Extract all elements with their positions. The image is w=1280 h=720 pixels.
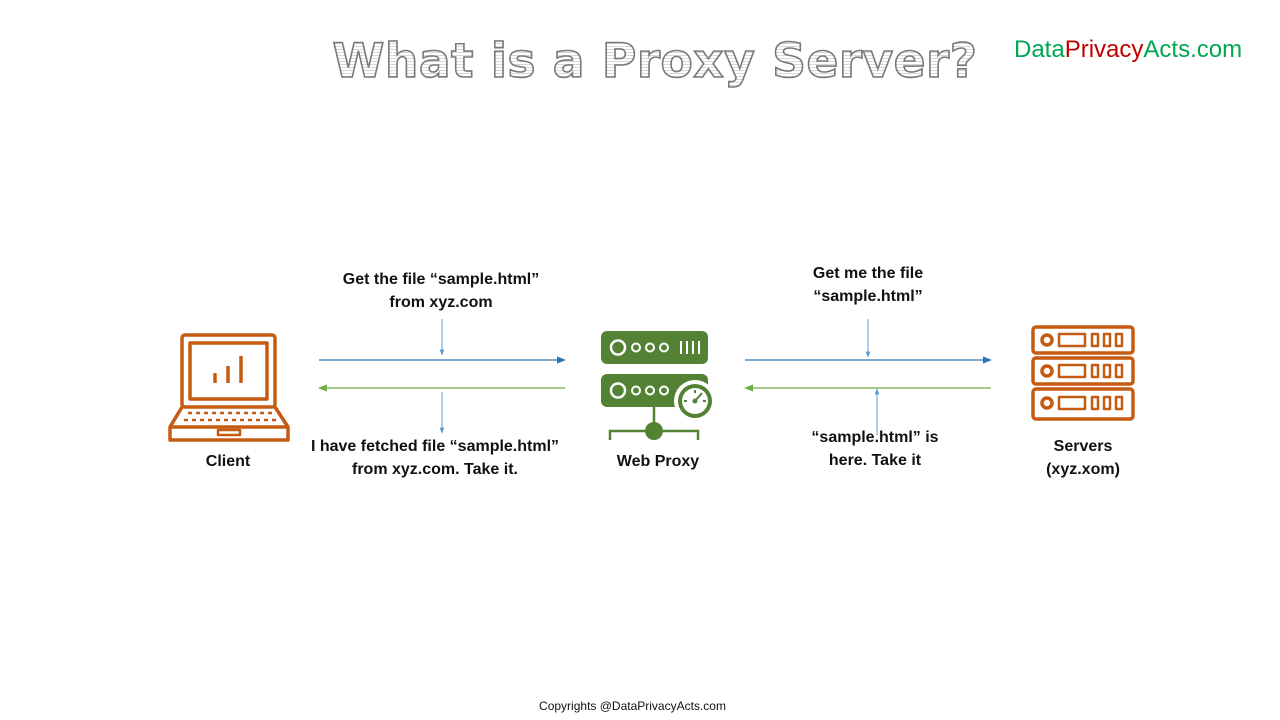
proxy-response-line1: I have fetched file “sample.html” xyxy=(310,438,560,455)
laptop-chart-icon xyxy=(168,333,290,442)
brand-part-privacy: Privacy xyxy=(1064,36,1144,63)
proxy-request-message: Get me the file “sample.html” xyxy=(788,262,948,308)
servers-label: Servers (xyz.xom) xyxy=(1023,435,1143,481)
brand-part-acts: Acts.com xyxy=(1143,36,1243,63)
client-request-line2: from xyz.com xyxy=(389,294,493,311)
server-rack-icon xyxy=(1031,325,1135,421)
brand-part-data: Data xyxy=(1014,36,1065,63)
client-request-message: Get the file “sample.html” from xyz.com xyxy=(300,268,582,314)
proxy-request-line1: Get me the file xyxy=(812,265,924,282)
page-title: What is a Proxy Server? xyxy=(0,33,1280,90)
copyright-footer: Copyrights @DataPrivacyActs.com xyxy=(539,699,726,713)
servers-label-line2: (xyz.xom) xyxy=(1046,461,1120,478)
servers-label-line1: Servers xyxy=(1053,438,1113,455)
proxy-response-line2: from xyz.com. Take it. xyxy=(352,461,518,478)
brand-logo: DataPrivacyActs.com xyxy=(1014,36,1242,64)
client-request-line1: Get the file “sample.html” xyxy=(342,271,540,288)
client-label: Client xyxy=(205,453,251,470)
web-proxy-label: Web Proxy xyxy=(616,453,700,470)
server-response-message: “sample.html” is here. Take it xyxy=(795,426,955,472)
proxy-server-gauge-icon xyxy=(601,331,716,440)
proxy-request-line2: “sample.html” xyxy=(813,288,923,305)
proxy-response-message: I have fetched file “sample.html” from x… xyxy=(294,435,576,481)
server-response-line1: “sample.html” is xyxy=(811,429,939,446)
server-response-line2: here. Take it xyxy=(828,452,922,469)
